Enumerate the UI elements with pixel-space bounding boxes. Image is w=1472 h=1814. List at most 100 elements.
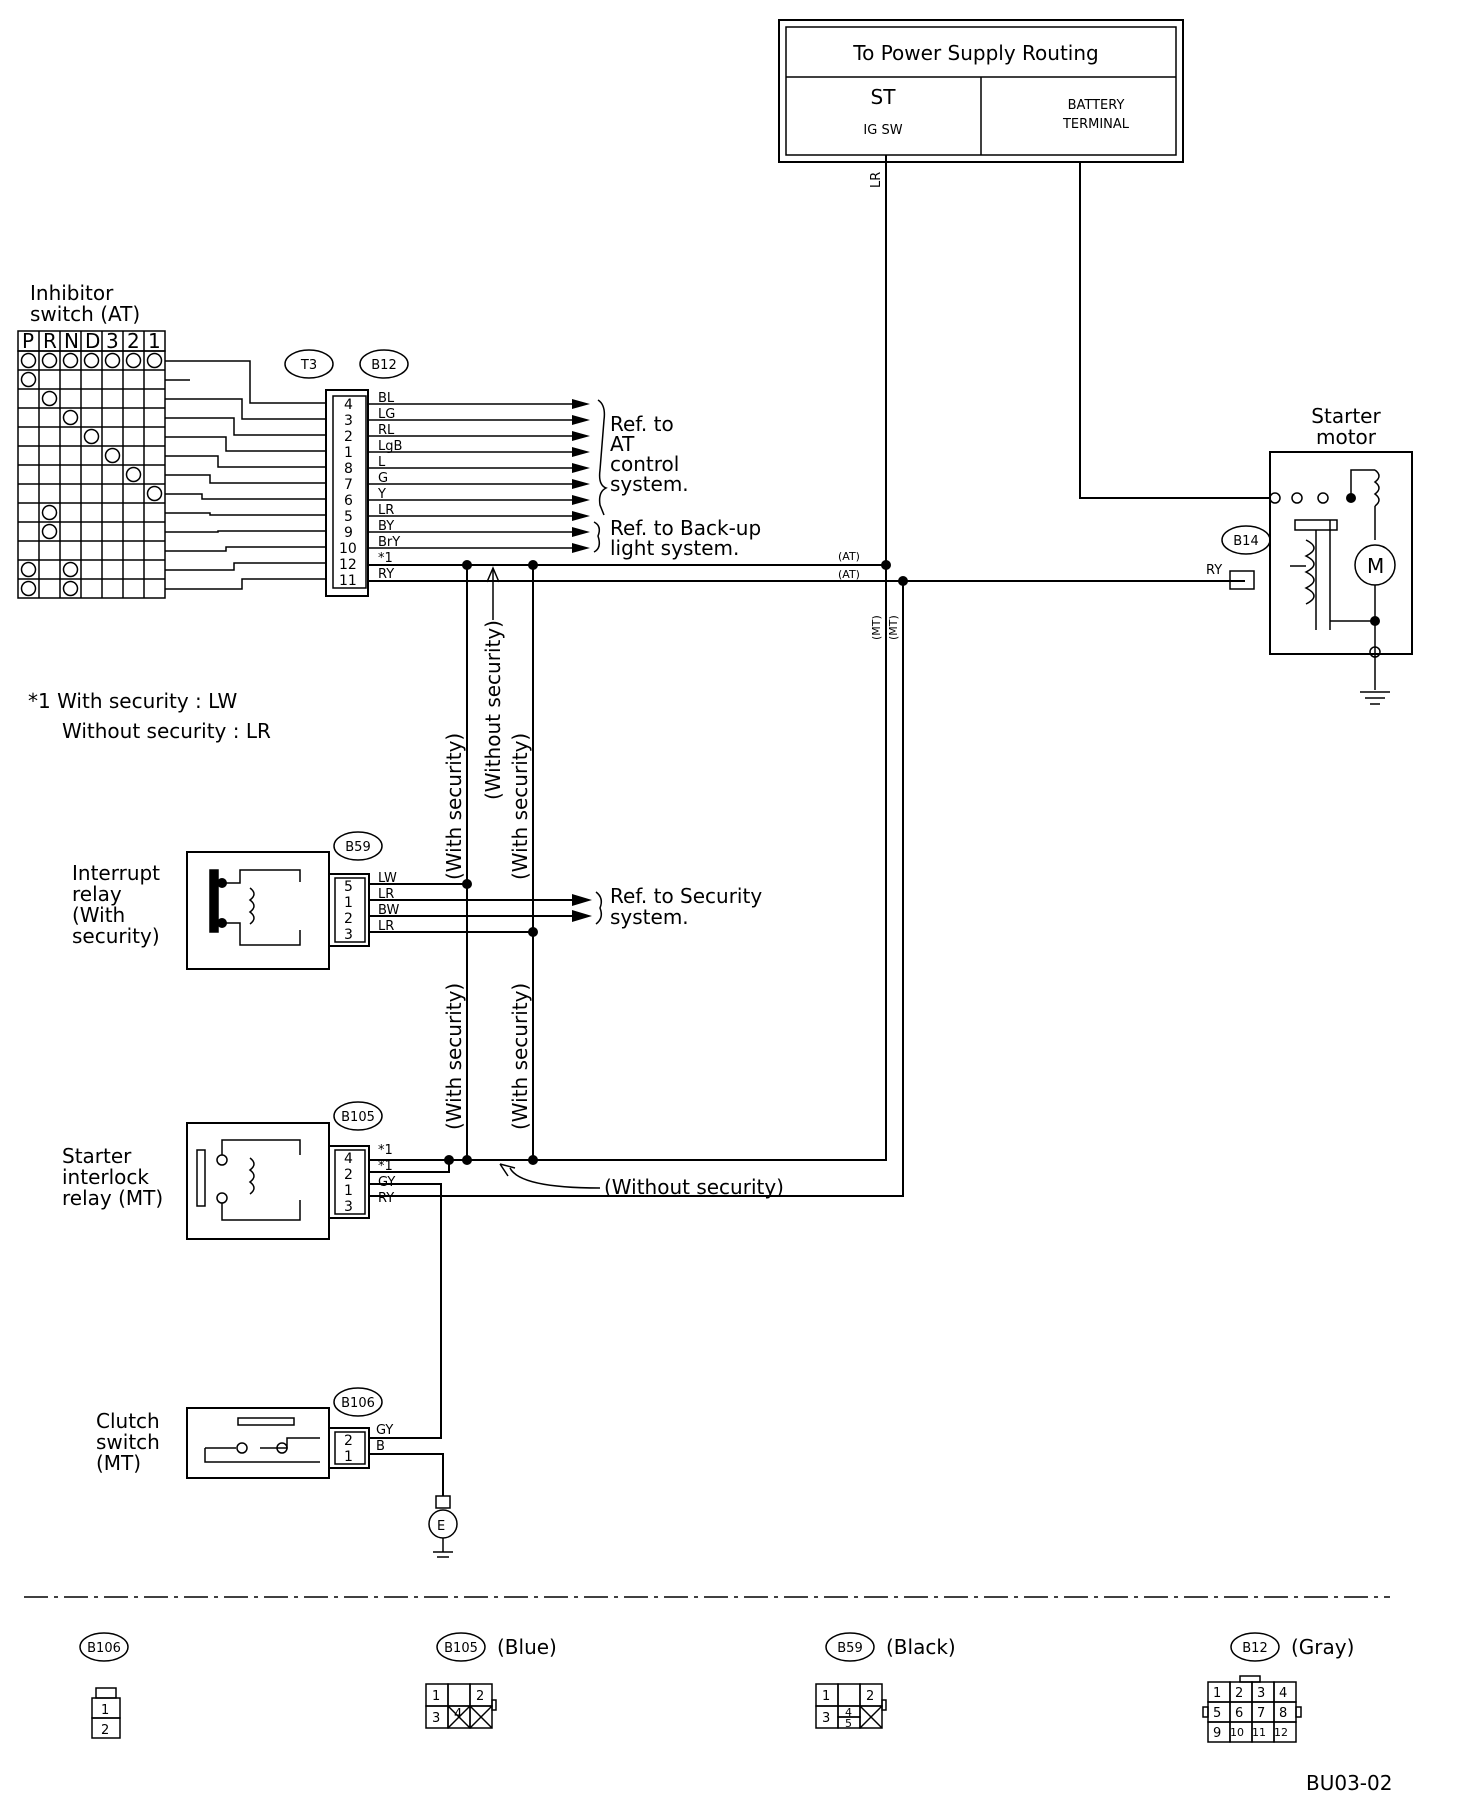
mt-tag-b: (MT) bbox=[887, 615, 900, 640]
b12-pin: 9 bbox=[344, 525, 353, 541]
svg-text:4: 4 bbox=[454, 1707, 462, 1722]
igsw-label: IG SW bbox=[863, 123, 902, 138]
gy-clutch-wire bbox=[369, 1183, 442, 1439]
connector-b12-tag: B12 bbox=[359, 349, 409, 379]
wire-code: LgB bbox=[378, 439, 402, 454]
wire-code: L bbox=[378, 455, 386, 470]
inhibitor-to-b12-wire bbox=[165, 562, 326, 571]
motor-m-label: M bbox=[1367, 554, 1384, 578]
inhibitor-to-b12-wire bbox=[165, 578, 326, 590]
switch-contact bbox=[62, 352, 79, 369]
ref-backup-2: light system. bbox=[610, 536, 739, 560]
without-security-label-2: (Without security) bbox=[604, 1175, 784, 1199]
clutch-title-1: Clutch bbox=[96, 1409, 160, 1433]
inhibitor-wires bbox=[165, 360, 326, 590]
switch-contact bbox=[41, 523, 58, 540]
inhibitor-to-b12-wire bbox=[165, 360, 326, 404]
svg-text:8: 8 bbox=[1279, 1706, 1287, 1721]
clutch-ground-wire bbox=[369, 1453, 444, 1496]
svg-text:(Blue): (Blue) bbox=[497, 1635, 557, 1659]
clutch-switch bbox=[186, 1407, 370, 1479]
svg-text:1: 1 bbox=[432, 1689, 440, 1704]
interrupt-title-3: (With bbox=[72, 903, 125, 927]
interlock-title-3: relay (MT) bbox=[62, 1186, 163, 1210]
switch-contact bbox=[146, 352, 163, 369]
wire-code: LR bbox=[378, 503, 394, 518]
junction-dot bbox=[881, 560, 891, 570]
ry-to-interlock-wire bbox=[368, 581, 904, 1197]
arrow-head bbox=[572, 495, 590, 505]
b105-pin: 2 bbox=[344, 1167, 353, 1183]
switch-contact bbox=[83, 352, 100, 369]
inhibitor-title-2: switch (AT) bbox=[30, 302, 140, 326]
switch-contact bbox=[20, 580, 37, 597]
without-security-leader bbox=[509, 1167, 601, 1189]
position-1: 1 bbox=[148, 329, 161, 353]
wire-code: BY bbox=[378, 519, 394, 534]
svg-text:3: 3 bbox=[822, 1711, 830, 1726]
legend-b59: B59 (Black) 1 2 3 4 5 bbox=[815, 1632, 956, 1730]
b12-pin-list: 4 3 2 1 8 7 6 5 9 10 12 11 bbox=[339, 397, 357, 589]
svg-text:4: 4 bbox=[1279, 1686, 1287, 1701]
switch-contact bbox=[41, 352, 58, 369]
note-line-2: Without security : LR bbox=[62, 719, 271, 743]
svg-text:5: 5 bbox=[1213, 1706, 1221, 1721]
b105-pin: 3 bbox=[344, 1199, 353, 1215]
switch-contact bbox=[146, 485, 163, 502]
inhibitor-positions: P R N D 3 2 1 bbox=[22, 329, 161, 353]
starter-interlock-relay bbox=[186, 1122, 370, 1240]
interrupt-title-1: Interrupt bbox=[72, 861, 160, 885]
st-label: ST bbox=[871, 85, 897, 109]
b106-wire-code: GY bbox=[376, 1423, 393, 1438]
terminal-label: TERMINAL bbox=[1062, 117, 1130, 132]
inhibitor-title-1: Inhibitor bbox=[30, 281, 114, 305]
connector-b106-tag: B106 bbox=[333, 1387, 383, 1417]
b105-pin: 1 bbox=[344, 1183, 353, 1199]
switch-contact bbox=[125, 352, 142, 369]
position-d: D bbox=[85, 329, 100, 353]
b59-wire-code: BW bbox=[378, 903, 399, 918]
svg-text:B59: B59 bbox=[345, 840, 370, 855]
battery-label: BATTERY bbox=[1068, 98, 1125, 113]
with-security-label-1: (With security) bbox=[442, 733, 466, 880]
arrow-head bbox=[572, 431, 590, 441]
b12-legend-grid bbox=[1202, 1681, 1302, 1743]
position-3: 3 bbox=[106, 329, 119, 353]
b59-wire-code: LR bbox=[378, 919, 394, 934]
power-supply-title: To Power Supply Routing bbox=[852, 41, 1098, 65]
svg-text:2: 2 bbox=[1235, 1686, 1243, 1701]
switch-contact bbox=[41, 390, 58, 407]
inhibitor-to-b12-wire bbox=[165, 512, 326, 516]
arrow-head bbox=[572, 463, 590, 473]
ref-at-2: AT bbox=[610, 432, 635, 456]
b105-wire-code: GY bbox=[378, 1175, 395, 1190]
wire-code: *1 bbox=[378, 551, 393, 566]
svg-text:6: 6 bbox=[1235, 1706, 1243, 1721]
switch-contact bbox=[41, 504, 58, 521]
switch-contact bbox=[20, 561, 37, 578]
svg-text:11: 11 bbox=[1252, 1726, 1266, 1739]
svg-text:12: 12 bbox=[1274, 1726, 1288, 1739]
junction-dot bbox=[462, 879, 472, 889]
ref-at-4: system. bbox=[610, 472, 689, 496]
b12-arrow-wires bbox=[368, 399, 590, 553]
junction-dot bbox=[528, 927, 538, 937]
interlock-title-1: Starter bbox=[62, 1144, 132, 1168]
switch-contact bbox=[62, 409, 79, 426]
connector-t3-tag: T3 bbox=[284, 349, 334, 379]
b106-pin: 2 bbox=[344, 1433, 353, 1449]
wire-code: RY bbox=[378, 567, 394, 582]
b12-legend-cell bbox=[1273, 1721, 1297, 1743]
connector-b59-tag: B59 bbox=[333, 831, 383, 861]
ref-security-1: Ref. to Security bbox=[610, 884, 762, 908]
svg-text:7: 7 bbox=[1257, 1706, 1265, 1721]
svg-text:9: 9 bbox=[1213, 1726, 1221, 1741]
mt-tag-a: (MT) bbox=[870, 615, 883, 640]
inhibitor-to-b12-wire bbox=[165, 455, 326, 468]
switch-contact bbox=[62, 580, 79, 597]
svg-text:B106: B106 bbox=[87, 1641, 121, 1656]
arrow-head bbox=[572, 399, 590, 409]
arrow-head bbox=[572, 479, 590, 489]
svg-text:B14: B14 bbox=[1233, 534, 1258, 549]
b105-pin: 4 bbox=[344, 1151, 353, 1167]
